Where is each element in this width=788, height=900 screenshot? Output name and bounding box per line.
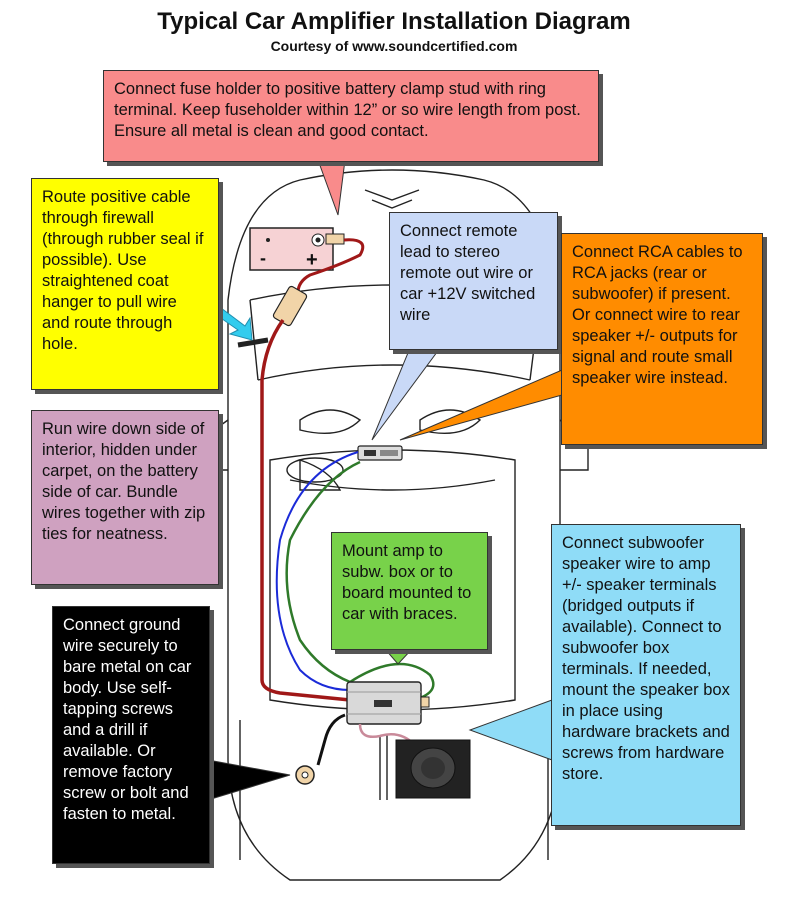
power-wire-to-amp [260, 318, 351, 702]
stereo-head-unit [357, 445, 403, 461]
firewall-seal [237, 337, 269, 348]
rca-wire [285, 460, 361, 684]
battery-minus-label: - [260, 248, 266, 268]
remote-wire [275, 451, 359, 691]
callout-firewall: Route positive cable through firewall (t… [31, 178, 219, 390]
ground-pointer [207, 759, 291, 801]
callout-run-wire: Run wire down side of interior, hidden u… [31, 410, 219, 585]
rca-wire-return [349, 662, 435, 700]
remote-pointer [371, 347, 441, 441]
callout-fuse-holder: Connect fuse holder to positive battery … [103, 70, 599, 162]
power-wire-to-fuse [296, 238, 365, 296]
callout-mount-amp: Mount amp to subw. box or to board mount… [331, 532, 488, 650]
callout-rca-cables: Connect RCA cables to RCA jacks (rear or… [561, 233, 763, 445]
page-title: Typical Car Amplifier Installation Diagr… [157, 8, 631, 35]
rca-pointer [399, 369, 563, 441]
battery-plus-label: + [306, 249, 318, 271]
callout-subwoofer: Connect subwoofer speaker wire to amp +/… [551, 524, 741, 826]
callout-ground-wire: Connect ground wire securely to bare met… [52, 606, 210, 864]
subwoofer-box [395, 739, 471, 799]
ground-wire [316, 713, 346, 766]
steering-wheel [286, 457, 344, 483]
amplifier [346, 681, 430, 725]
battery: - + [249, 227, 334, 271]
sub-pointer [468, 699, 553, 761]
speaker-wire [358, 723, 416, 746]
ring-terminal [325, 233, 345, 245]
fuse-pointer [317, 159, 346, 216]
callout-remote-lead: Connect remote lead to stereo remote out… [389, 212, 558, 350]
mount-pointer [383, 648, 414, 665]
page-subtitle: Courtesy of www.soundcertified.com [270, 38, 518, 54]
